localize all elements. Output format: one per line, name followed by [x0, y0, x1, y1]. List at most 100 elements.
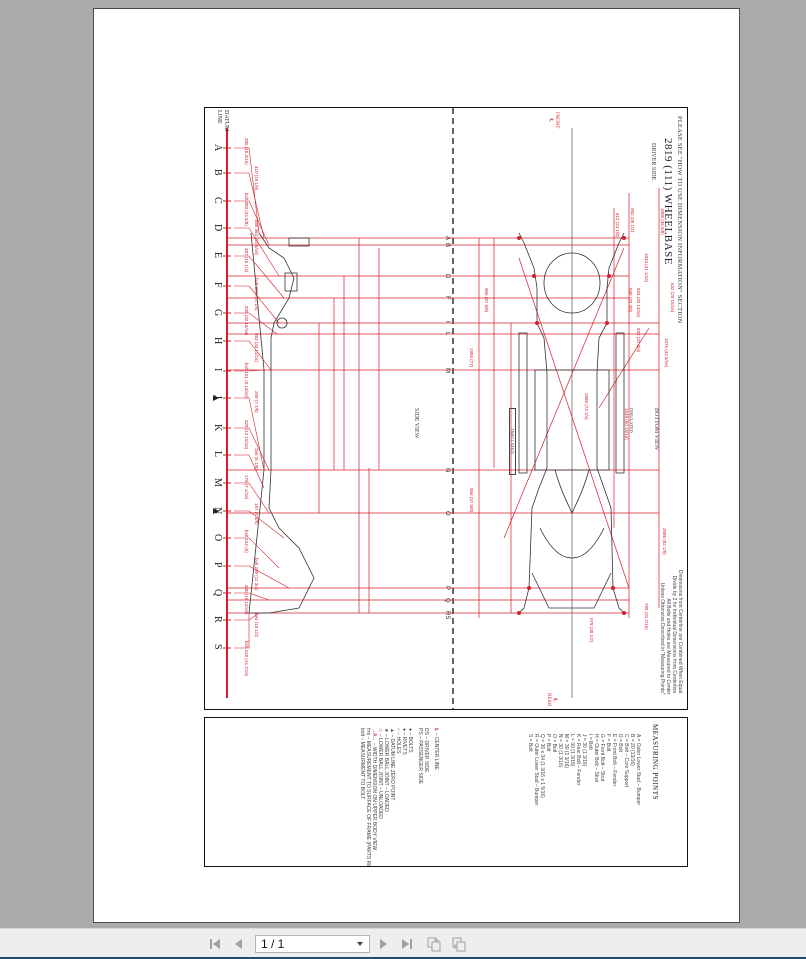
list-item: ● – RIVETS	[401, 728, 407, 755]
first-page-icon	[210, 939, 220, 949]
list-item: frm – MEASUREMENT TO SURFACE OF FRAME (P…	[365, 728, 371, 867]
list-item: M = 30 (1 3/16)	[563, 734, 569, 769]
dim-m: 179 (7 1/16)	[244, 475, 249, 500]
legend-frame: MEASURING POINTS A = Outer Lower Stud – …	[204, 717, 688, 867]
datum-letter-k: K	[212, 424, 223, 432]
dim-s: bolt 418 (16 7/16)	[244, 641, 249, 677]
rotate-counterclockwise-icon	[427, 937, 441, 952]
last-page-icon	[402, 939, 412, 949]
list-item: A = Outer Lower Stud – Bumper	[635, 734, 641, 806]
dim-h: 853 (33 11/16)	[254, 333, 259, 362]
datum-letter-c: C	[212, 197, 223, 204]
datum-letter-r: R	[212, 616, 223, 623]
rotate-clockwise-button[interactable]	[451, 936, 467, 952]
dim-b: 410 (16 1/8)	[254, 166, 259, 191]
chevron-down-icon	[357, 942, 363, 946]
list-item: ▲ – DATUM LINE ZERO POINT	[389, 728, 395, 801]
dim-g: 838 (32 15/16)	[244, 306, 249, 336]
dim-r: 394 (15 1/2)	[254, 613, 259, 638]
datum-letter-f: F	[212, 282, 223, 288]
see-instructions-note: PLEASE SEE "HOW TO USE DIMENSION INFORMA…	[676, 116, 683, 324]
datum-letter-h: H	[212, 337, 223, 345]
list-item: N = 30 (1 3/16)	[557, 734, 563, 768]
datum-letter-g: G	[212, 309, 223, 317]
dim-f: bolt 362 (14 1/4)	[254, 278, 259, 311]
page-indicator: 1 / 1	[261, 937, 285, 951]
dim-p: bolt 298 (11 3/4)	[254, 558, 259, 591]
list-item: E = Front Bolt – Fender	[611, 734, 617, 787]
insulated-label: INSULATED	[509, 408, 516, 475]
last-page-button[interactable]	[399, 936, 415, 952]
page-number-select[interactable]: 1 / 1	[255, 935, 370, 953]
side-label: DRIVER SIDE	[650, 143, 656, 181]
next-page-icon	[380, 939, 387, 949]
datum-letter-b: B	[212, 169, 223, 176]
dim-e: 387 (15 1/4)	[244, 248, 249, 273]
dim-n: 187 (7 3/8)	[254, 503, 259, 525]
previous-page-icon	[235, 939, 242, 949]
datum-letter-i: I	[212, 368, 223, 372]
viewer-toolbar: 1 / 1	[0, 928, 806, 959]
list-item: ℄ – CENTER LINE	[433, 728, 439, 770]
measuring-points-list: A = Outer Lower Stud – Bumper B = 20 (13…	[527, 734, 641, 806]
chassis-drawing-svg	[213, 108, 660, 709]
list-item: P = Bolt	[545, 734, 551, 752]
rotate-counterclockwise-button[interactable]	[426, 936, 442, 952]
dim-k: 328 (12 15/16)	[244, 420, 249, 450]
bottom-view-label: BOTTOM VIEW	[653, 408, 659, 451]
list-item: H = Outer Bolt – Strut	[593, 734, 599, 782]
first-page-button[interactable]	[207, 936, 223, 952]
document-viewer[interactable]: PLEASE SEE "HOW TO USE DIMENSION INFORMA…	[0, 0, 806, 928]
list-item: C = Bolt – Core Support	[623, 734, 629, 788]
datum-letters: A B C D E F G H I J K L M N O	[209, 130, 223, 690]
pdf-page: PLEASE SEE "HOW TO USE DIMENSION INFORMA…	[93, 8, 740, 923]
previous-page-button[interactable]	[231, 936, 247, 952]
dim-j: 200 (7 7/8)	[254, 391, 259, 413]
dim-o: bolt 152 (6)	[244, 530, 249, 553]
side-view-label: SIDE VIEW	[413, 408, 419, 439]
datum-letter-j: J	[212, 395, 223, 399]
measuring-points-legend: MEASURING POINTS A = Outer Lower Stud – …	[205, 718, 687, 867]
datum-letter-s: S	[212, 644, 223, 650]
list-item: ☆ – LOWER BALL JOINT – UNLOADED	[377, 728, 383, 819]
list-item: PS – PASSENGER SIDE	[417, 728, 423, 785]
dim-i: bolt 151 (5 15/16)	[244, 363, 249, 399]
insulated-label: INSULATED	[629, 408, 634, 433]
dim-d: bolt 364 (14 5/16)	[254, 220, 259, 256]
rear-label: ℄ REAR	[546, 693, 557, 707]
list-item: K = Rear Bolt – Fender	[575, 734, 581, 786]
next-page-button[interactable]	[375, 936, 391, 952]
list-item: ● – BOLTS	[407, 728, 413, 753]
datum-letter-n: N	[212, 507, 223, 515]
page-title: 2819 (111) WHEELBASE	[662, 138, 674, 265]
frame-dimension-drawing: PLEASE SEE "HOW TO USE DIMENSION INFORMA…	[205, 108, 687, 709]
list-item: ★ – LOWER BALL JOINT – LOADED	[383, 728, 389, 812]
datum-letter-m: M	[212, 478, 223, 487]
drawing-frame: PLEASE SEE "HOW TO USE DIMENSION INFORMA…	[204, 107, 688, 710]
datum-letter-a: A	[212, 144, 223, 152]
dimension-note: Dimensions from Centerline are Combined …	[659, 570, 683, 695]
list-item: G = Front Bolt – Strut	[599, 734, 605, 782]
symbol-legend: ℄ – CENTER LINE DS – DRIVER SIDE PS – PA…	[359, 728, 439, 867]
centerline-symbol: ℄	[552, 698, 557, 702]
legend-title: MEASURING POINTS	[651, 724, 659, 800]
front-label: FRONT ℄	[548, 112, 559, 129]
rotate-clockwise-icon	[452, 937, 466, 952]
datum-line-label: DATUM LINE	[216, 110, 229, 132]
list-item: DS – DRIVER SIDE	[423, 728, 429, 773]
list-item: R = Outer Lower Stud – Bumper	[533, 734, 539, 806]
list-item: ○ – HOLES	[395, 728, 401, 754]
list-item: Q = 30 x 34 (1 3/16 x 1 5/16)	[539, 734, 545, 798]
datum-letter-d: D	[212, 224, 223, 232]
datum-letter-q: Q	[212, 589, 223, 597]
dim-l: 156 (6 1/8)	[254, 448, 259, 470]
list-item: O = Bolt	[551, 734, 557, 753]
datum-letter-p: P	[212, 562, 223, 568]
taskbar-edge	[0, 957, 806, 959]
datum-letter-e: E	[212, 252, 223, 259]
dim-c: bolt 880 (34 5/8)	[244, 193, 249, 226]
dim-q: 430 (16 15/16)	[244, 585, 249, 615]
list-item: →A← – WIDTH DIMENSION ON UPPER BODY VIEW	[371, 728, 377, 851]
list-item: J = 30 (1 3/16)	[581, 734, 587, 767]
dim-a: 385 (15 3/16)	[244, 138, 249, 165]
